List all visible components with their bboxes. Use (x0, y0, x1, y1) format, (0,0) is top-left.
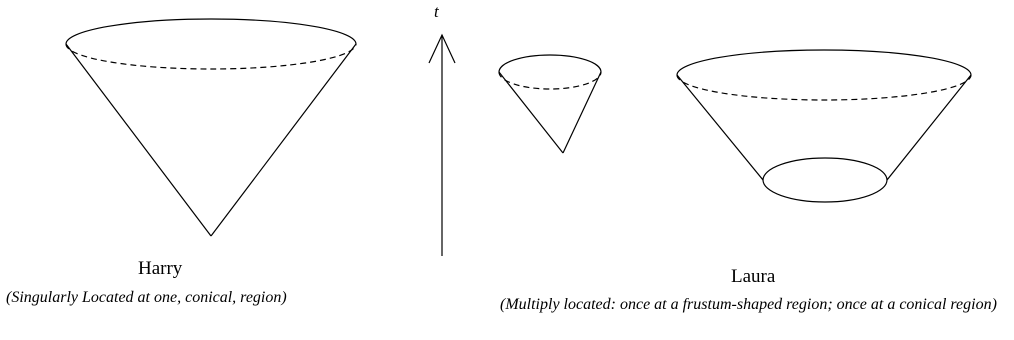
laura-frustum-base (762, 157, 888, 203)
laura-caption: (Multiply located: once at a frustum-sha… (500, 296, 997, 313)
laura-cone-rim-front (498, 54, 602, 73)
laura-frustum-right-edge (886, 74, 972, 181)
time-axis-label: t (434, 2, 439, 21)
harry-cone-rim-back (65, 43, 357, 70)
harry-cone-rim-front (65, 18, 357, 45)
laura-frustum-rim-back (676, 74, 972, 101)
harry-cone-left-edge (65, 43, 212, 237)
harry-caption: (Singularly Located at one, conical, reg… (6, 289, 287, 306)
laura-cone-right-edge (562, 71, 602, 154)
laura-frustum-left-edge (676, 74, 764, 181)
laura-cone (498, 54, 602, 154)
time-axis-arrow (428, 33, 456, 256)
harry-name: Harry (138, 258, 183, 279)
harry-cone (65, 18, 357, 237)
laura-name: Laura (731, 266, 776, 287)
laura-frustum-rim-front (676, 49, 972, 76)
laura-cone-left-edge (498, 71, 564, 154)
laura-frustum (676, 49, 972, 203)
harry-cone-right-edge (210, 43, 357, 237)
laura-cone-rim-back (498, 71, 602, 90)
